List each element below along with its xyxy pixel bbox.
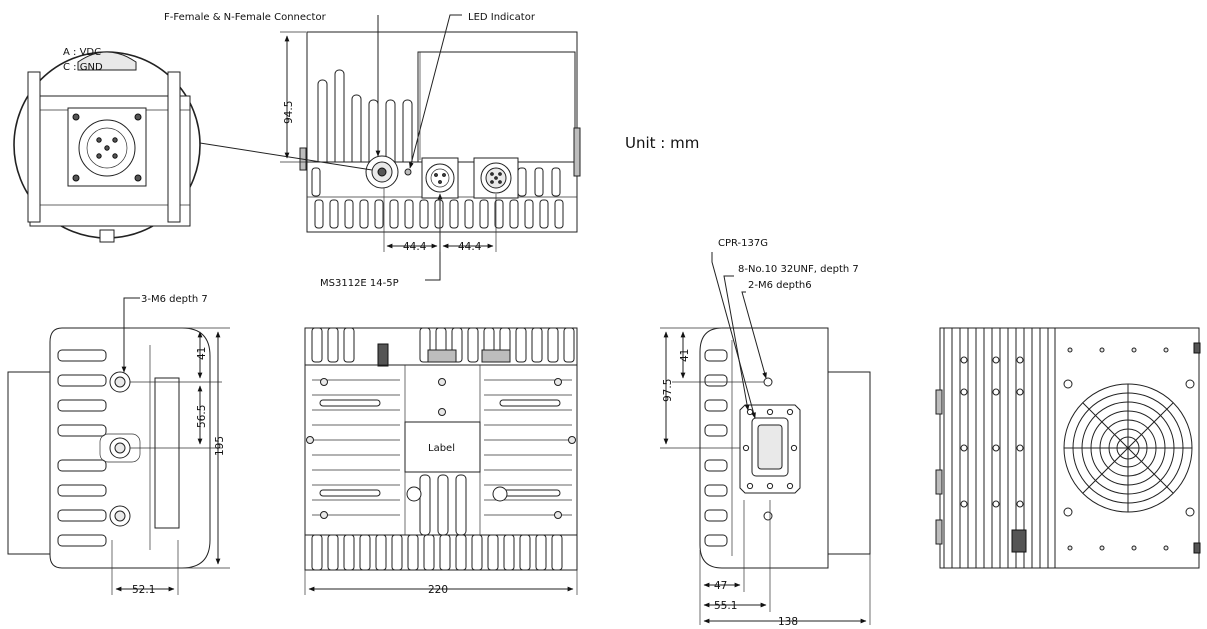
top-view: [299, 31, 581, 233]
side-dims: 41 56.5 195 52.1: [111, 327, 230, 596]
dim-220: 220: [304, 570, 578, 596]
holes-side-leader: [121, 297, 140, 373]
dim-220-text: 220: [428, 584, 448, 596]
rear-dims: 41 97.5 47 55.1 138: [660, 327, 871, 628]
led-indicator: [404, 168, 412, 176]
dim-47: 47: [714, 580, 727, 592]
dim-41-rear: 41: [679, 349, 691, 362]
dim-55-1: 55.1: [714, 600, 737, 612]
fan-side-view: [935, 327, 1201, 569]
side-view-fins: [57, 349, 107, 547]
m6-flange-label: 2-M6 depth6: [748, 280, 812, 291]
unit-label: Unit : mm: [625, 134, 699, 152]
rear-leaders: [711, 252, 767, 419]
connector-label: F-Female & N-Female Connector: [164, 12, 327, 23]
pin-a-label: A : VDC: [63, 47, 101, 58]
rear-fins: [704, 349, 728, 547]
dim-44-4-b: 44.4: [458, 241, 482, 253]
dim-44-4: 44.4 44.4: [383, 188, 497, 253]
front-bottom-fins: [311, 534, 563, 571]
top-view-fins: [317, 52, 421, 173]
ms-connector-label: MS3112E 14-5P: [320, 278, 399, 289]
dim-138: 138: [778, 616, 798, 628]
dim-195: 195: [214, 436, 226, 456]
dim-41-side: 41: [196, 347, 208, 360]
led-label: LED Indicator: [468, 12, 536, 23]
unf-label: 8-No.10 32UNF, depth 7: [738, 264, 859, 275]
pin-c-label: C : GND: [63, 62, 103, 73]
detail-view: [13, 51, 201, 243]
rear-view: [699, 327, 871, 569]
dim-94-5-text: 94.5: [283, 101, 295, 124]
dim-44-4-a: 44.4: [403, 241, 427, 253]
dim-97-5: 97.5: [662, 379, 674, 402]
front-view: [304, 327, 578, 571]
dim-52-1: 52.1: [132, 584, 155, 596]
ms-connector: [425, 163, 455, 193]
fan-grille: [1063, 383, 1193, 513]
waveguide-label: CPR-137G: [718, 238, 768, 249]
dim-56-5: 56.5: [196, 405, 208, 428]
dim-94-5: 94.5: [280, 31, 306, 163]
holes-side-label: 3-M6 depth 7: [141, 294, 208, 305]
label-plate-text: Label: [428, 443, 455, 454]
label-plate: [404, 421, 481, 473]
